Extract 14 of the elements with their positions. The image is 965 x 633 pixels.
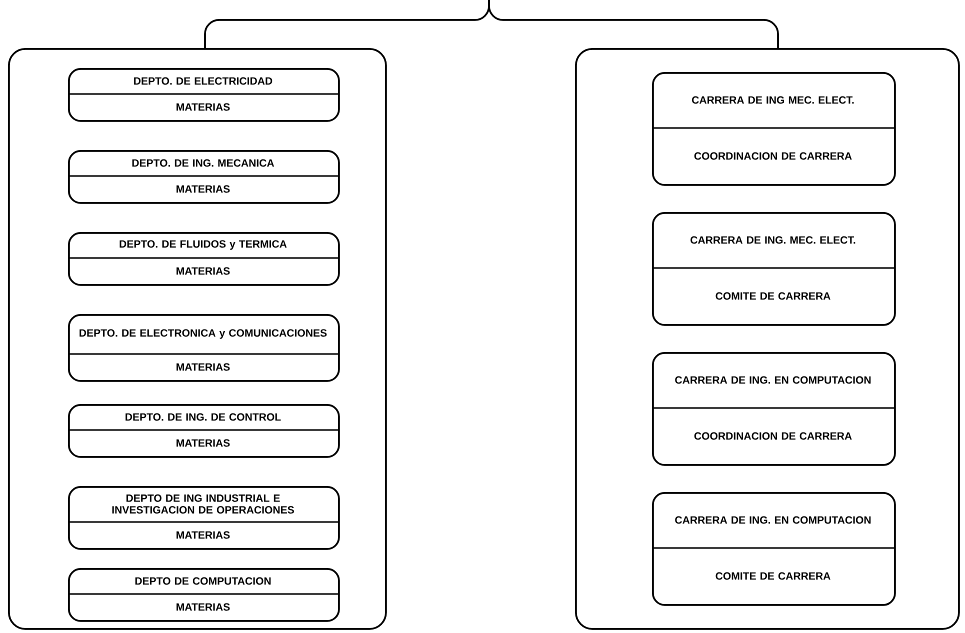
- unit-box: CARRERA DE ING. EN COMPUTACION COMITE DE CARRERA: [652, 492, 896, 606]
- group-frame: [575, 48, 960, 630]
- unit-box: CARRERA DE ING. MEC. ELECT. COMITE DE CARRERA: [652, 212, 896, 326]
- unit-box: DEPTO. DE FLUIDOS y TERMICA MATERIAS: [68, 232, 340, 286]
- group-frame: [8, 48, 387, 630]
- unit-box: DEPTO. DE ELECTRICIDAD MATERIAS: [68, 68, 340, 122]
- unit-box: DEPTO DE COMPUTACION MATERIAS: [68, 568, 340, 622]
- unit-box: DEPTO. DE ELECTRONICA y COMUNICACIONES MATERIAS: [68, 314, 340, 382]
- unit-box: DEPTO. DE ING. DE CONTROL MATERIAS: [68, 404, 340, 458]
- unit-box: CARRERA DE ING. EN COMPUTACION COORDINACION DE CARRERA: [652, 352, 896, 466]
- unit-box: DEPTO. DE ING. MECANICA MATERIAS: [68, 150, 340, 204]
- unit-box: DEPTO DE ING INDUSTRIAL E INVESTIGACION DE OPERACIONES MATERIAS: [68, 486, 340, 550]
- connector-line: [488, 0, 779, 48]
- unit-box: CARRERA DE ING MEC. ELECT. COORDINACION DE CARRERA: [652, 72, 896, 186]
